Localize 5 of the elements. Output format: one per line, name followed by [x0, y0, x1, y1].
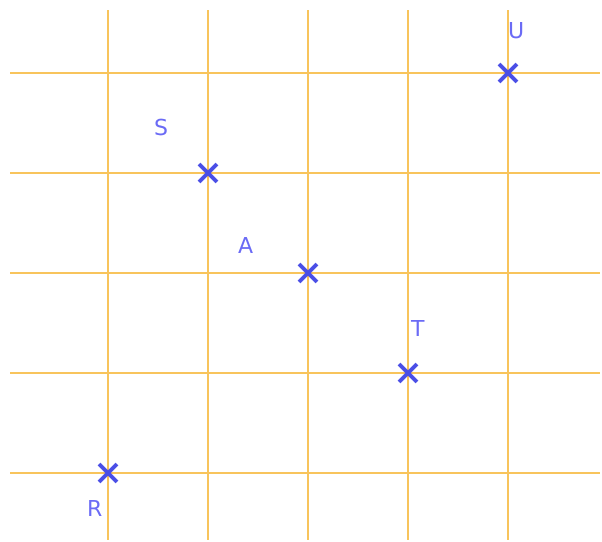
point-label: S — [154, 117, 168, 141]
point-label: R — [87, 498, 102, 522]
point-label: A — [238, 235, 254, 259]
point-label: T — [411, 318, 424, 342]
point-label: U — [508, 20, 524, 44]
